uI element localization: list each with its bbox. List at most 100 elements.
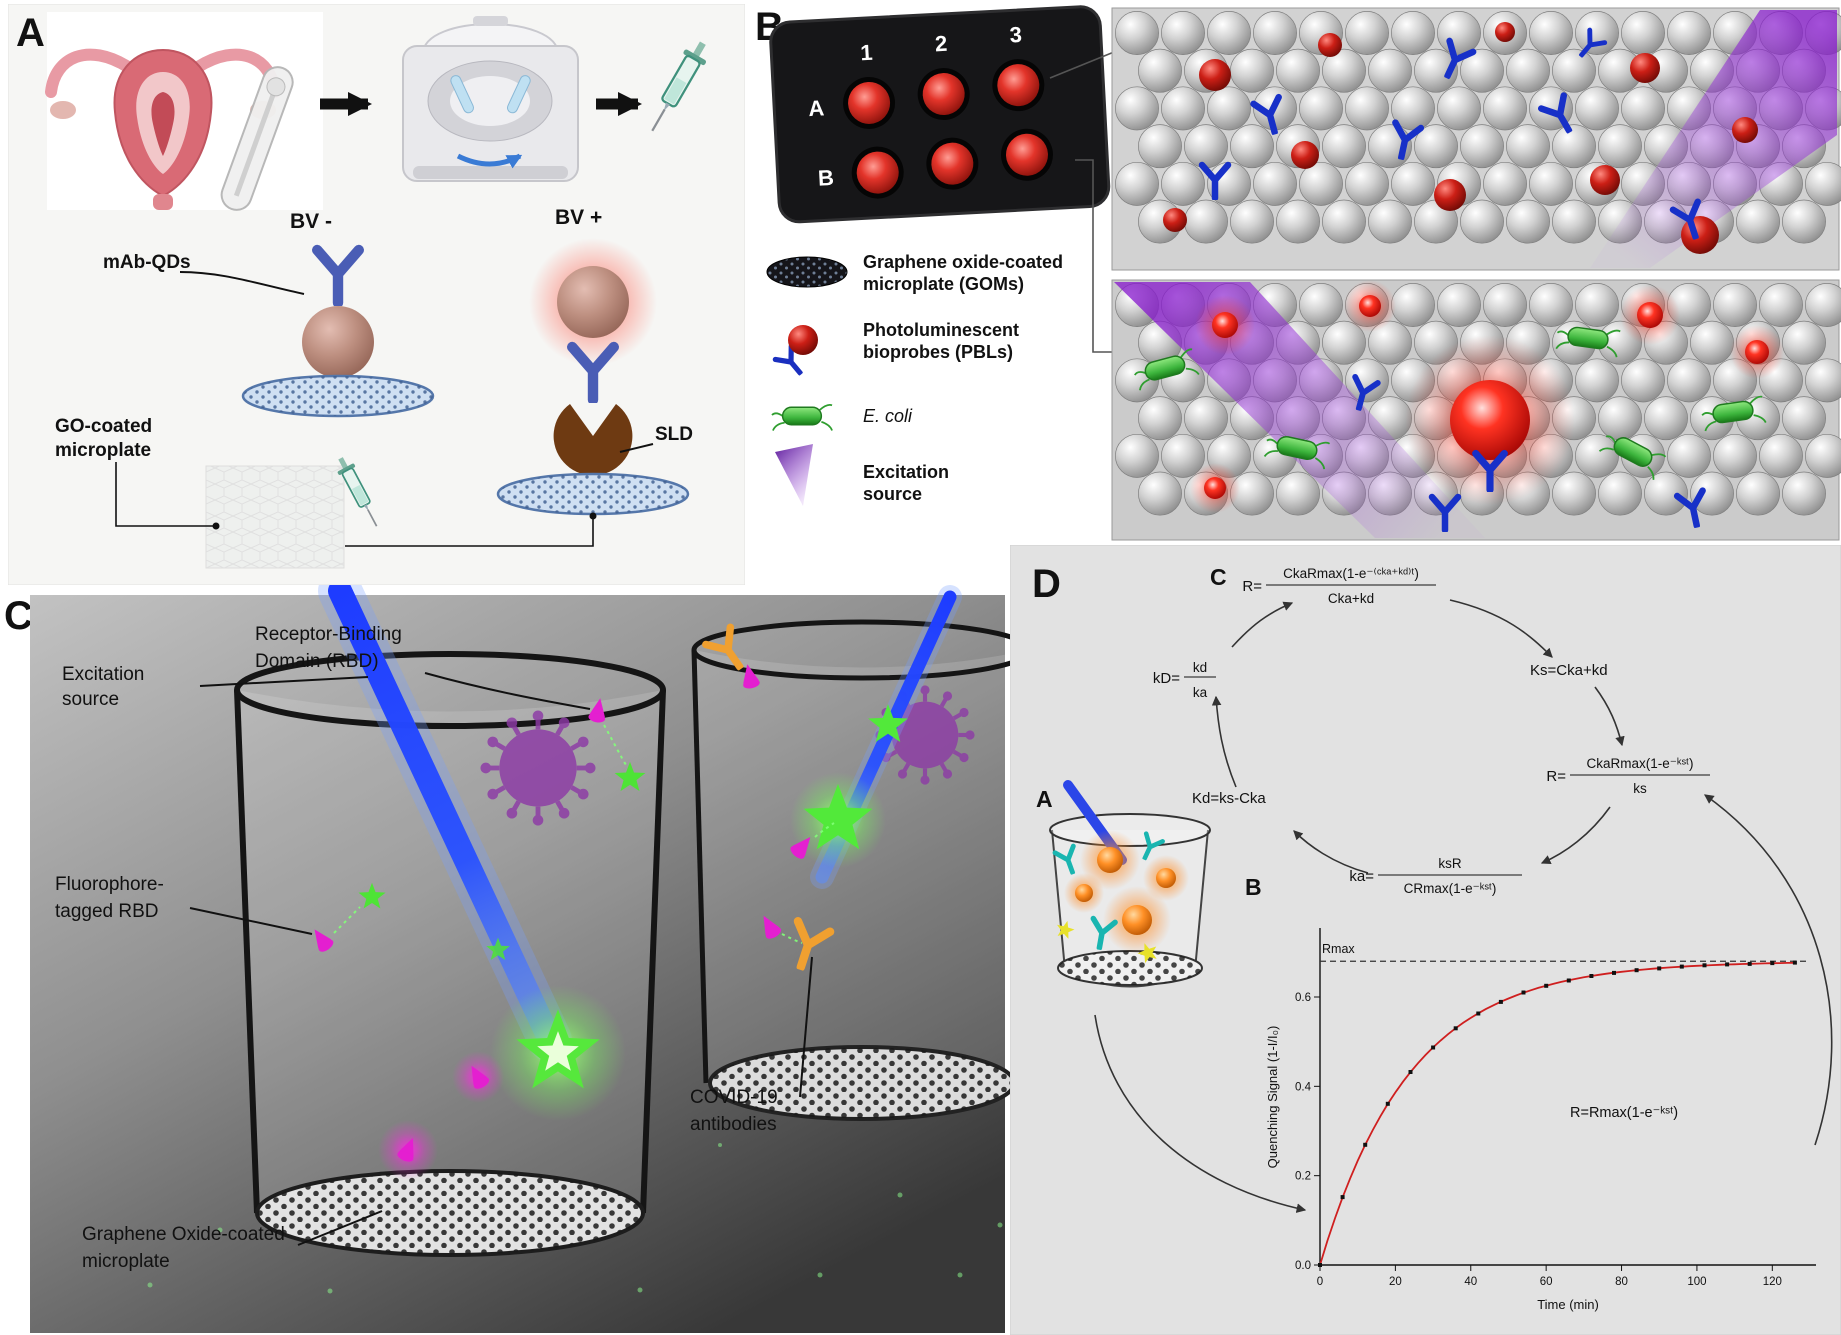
rbd-label-1: Receptor-Binding — [255, 624, 402, 645]
svg-text:80: 80 — [1615, 1276, 1628, 1288]
sld-shape — [553, 404, 633, 476]
equation-top: R= CkaRmax(1-e⁻⁽ᶜᵏᵃ⁺ᵏᵈ⁾ᵗ) Cka+kd — [1242, 566, 1436, 606]
svg-text:ks: ks — [1633, 781, 1647, 796]
well-b3 — [1000, 128, 1053, 181]
svg-text:CRmax(1-e⁻ᵏˢᵗ): CRmax(1-e⁻ᵏˢᵗ) — [1404, 881, 1497, 896]
connector-dot — [212, 522, 220, 530]
panel-d-label: D — [1032, 562, 1061, 606]
legend-pbl-2: bioprobes (PBLs) — [863, 342, 1013, 362]
svg-text:0.6: 0.6 — [1295, 992, 1311, 1004]
excitation-pointer-line — [199, 676, 369, 687]
svg-text:20: 20 — [1389, 1276, 1402, 1288]
panel-b-art: B 1 2 3 A B Graphene oxide-coated microp… — [755, 5, 1841, 541]
excitation-beam-icon — [328, 585, 562, 1052]
plate-col-1: 1 — [860, 40, 874, 66]
go-plate-hex-pattern — [206, 466, 344, 568]
connector-line — [115, 462, 214, 527]
well-b1 — [851, 146, 904, 199]
centrifuge-icon — [402, 16, 579, 182]
zoom-leader-line-top — [1049, 51, 1115, 79]
svg-text:kD=: kD= — [1153, 670, 1180, 687]
tether-line — [781, 933, 803, 944]
excitation-beam-icon — [1590, 10, 1837, 268]
fluorophore-pointer-line — [189, 907, 313, 935]
covid-label-2: antibodies — [690, 1114, 777, 1135]
pbl-sphere-icon — [788, 325, 818, 355]
svg-text:100: 100 — [1687, 1276, 1706, 1288]
bv-negative-label: BV - — [290, 210, 332, 233]
svg-text:40: 40 — [1464, 1276, 1477, 1288]
legend-pbl-1: Photoluminescent — [863, 320, 1019, 340]
rbd-pointer-line — [424, 672, 591, 710]
svg-text:0.0: 0.0 — [1295, 1260, 1311, 1272]
fit-equation-annotation: R=Rmax(1-e⁻ᵏˢᵗ) — [1570, 1105, 1678, 1121]
sld-pointer-line — [619, 443, 654, 453]
connector-dot — [589, 512, 597, 520]
excitation-label-1: Excitation — [62, 664, 144, 685]
tether-line — [603, 724, 627, 766]
legend-excitation-2: source — [863, 484, 922, 504]
green-speckles — [147, 1143, 1003, 1294]
mab-qds-pointer-line — [179, 271, 305, 295]
subpanel-a-label: A — [1036, 786, 1053, 812]
svg-text:0.2: 0.2 — [1295, 1171, 1311, 1183]
go-microplate-mesh — [243, 376, 433, 416]
quantum-dot-sphere — [557, 266, 629, 338]
legend-goms-2: microplate (GOMs) — [863, 274, 1024, 294]
legend-excitation-1: Excitation — [863, 462, 949, 482]
svg-text:0: 0 — [1317, 1276, 1323, 1288]
well-a3 — [992, 59, 1045, 112]
svg-text:0.4: 0.4 — [1295, 1081, 1312, 1093]
tether-line — [814, 822, 835, 838]
equation-kbig: kD= kd ka — [1153, 660, 1216, 700]
fluorophore-label-2: tagged RBD — [55, 901, 159, 922]
covid-pointer-line — [799, 956, 813, 1098]
well-a1 — [843, 76, 896, 129]
glowing-probes — [1064, 830, 1189, 954]
quantum-dot-sphere — [302, 306, 374, 378]
go-microplate-label-2: microplate — [55, 440, 151, 461]
bv-positive-label: BV + — [555, 206, 602, 229]
excitation-label-2: source — [62, 689, 119, 710]
svg-text:60: 60 — [1540, 1276, 1553, 1288]
gom-label-1: Graphene Oxide-coated — [82, 1224, 285, 1245]
well-a2 — [917, 68, 970, 121]
svg-text:CkaRmax(1-e⁻⁽ᶜᵏᵃ⁺ᵏᵈ⁾ᵗ): CkaRmax(1-e⁻⁽ᶜᵏᵃ⁺ᵏᵈ⁾ᵗ) — [1283, 566, 1419, 581]
rbd-label-2: Domain (RBD) — [255, 651, 379, 672]
well-illustration — [1049, 780, 1211, 988]
plate-row-b: B — [817, 165, 834, 191]
covid-label-1: COVID-19 — [690, 1087, 778, 1108]
mab-qds-label: mAb-QDs — [103, 252, 191, 273]
svg-text:Cka+kd: Cka+kd — [1328, 591, 1374, 606]
kinetic-equations: C R= CkaRmax(1-e⁻⁽ᶜᵏᵃ⁺ᵏᵈ⁾ᵗ) Cka+kd Ks=Ck… — [1094, 564, 1833, 1213]
panel-d-art: D C R= CkaRmax(1-e⁻⁽ᶜᵏᵃ⁺ᵏᵈ⁾ᵗ) Cka+kd Ks=… — [1010, 545, 1841, 1335]
plate-col-2: 2 — [934, 31, 948, 57]
panel-c-art: C — [4, 585, 1010, 1333]
well-b2 — [926, 137, 979, 190]
microplate-6well: 1 2 3 A B — [769, 5, 1111, 224]
ecoli-icon — [771, 404, 833, 432]
svg-text:ka: ka — [1193, 685, 1208, 700]
excitation-source-icon — [775, 444, 813, 506]
go-microplate-label-1: GO-coated — [55, 416, 152, 437]
zoom-view-probes-on-graphene — [1111, 7, 1841, 271]
svg-text:Time (min): Time (min) — [1537, 1297, 1599, 1312]
swab-icon — [220, 66, 294, 211]
uterus-swab-illustration — [45, 12, 323, 211]
svg-text:kd: kd — [1193, 660, 1207, 675]
cycle-arrows — [1094, 599, 1833, 1213]
panel-c-label: C — [4, 594, 33, 638]
fluorophore-label-1: Fluorophore- — [55, 874, 164, 895]
zoom-view-ecoli-luminescence — [1111, 279, 1841, 541]
panel-a-art: A BV - mAb-QDs BV + — [8, 4, 745, 585]
svg-text:CkaRmax(1-e⁻ᵏˢᵗ): CkaRmax(1-e⁻ᵏˢᵗ) — [1586, 756, 1693, 771]
eq-c-label: C — [1210, 564, 1227, 590]
goms-icon — [766, 256, 848, 288]
svg-text:ksR: ksR — [1438, 856, 1462, 871]
svg-text:R=: R= — [1546, 768, 1566, 785]
connector-line — [345, 516, 594, 547]
glowing-pbl-spheres — [1190, 280, 1784, 513]
go-microplate-mesh — [498, 474, 688, 514]
